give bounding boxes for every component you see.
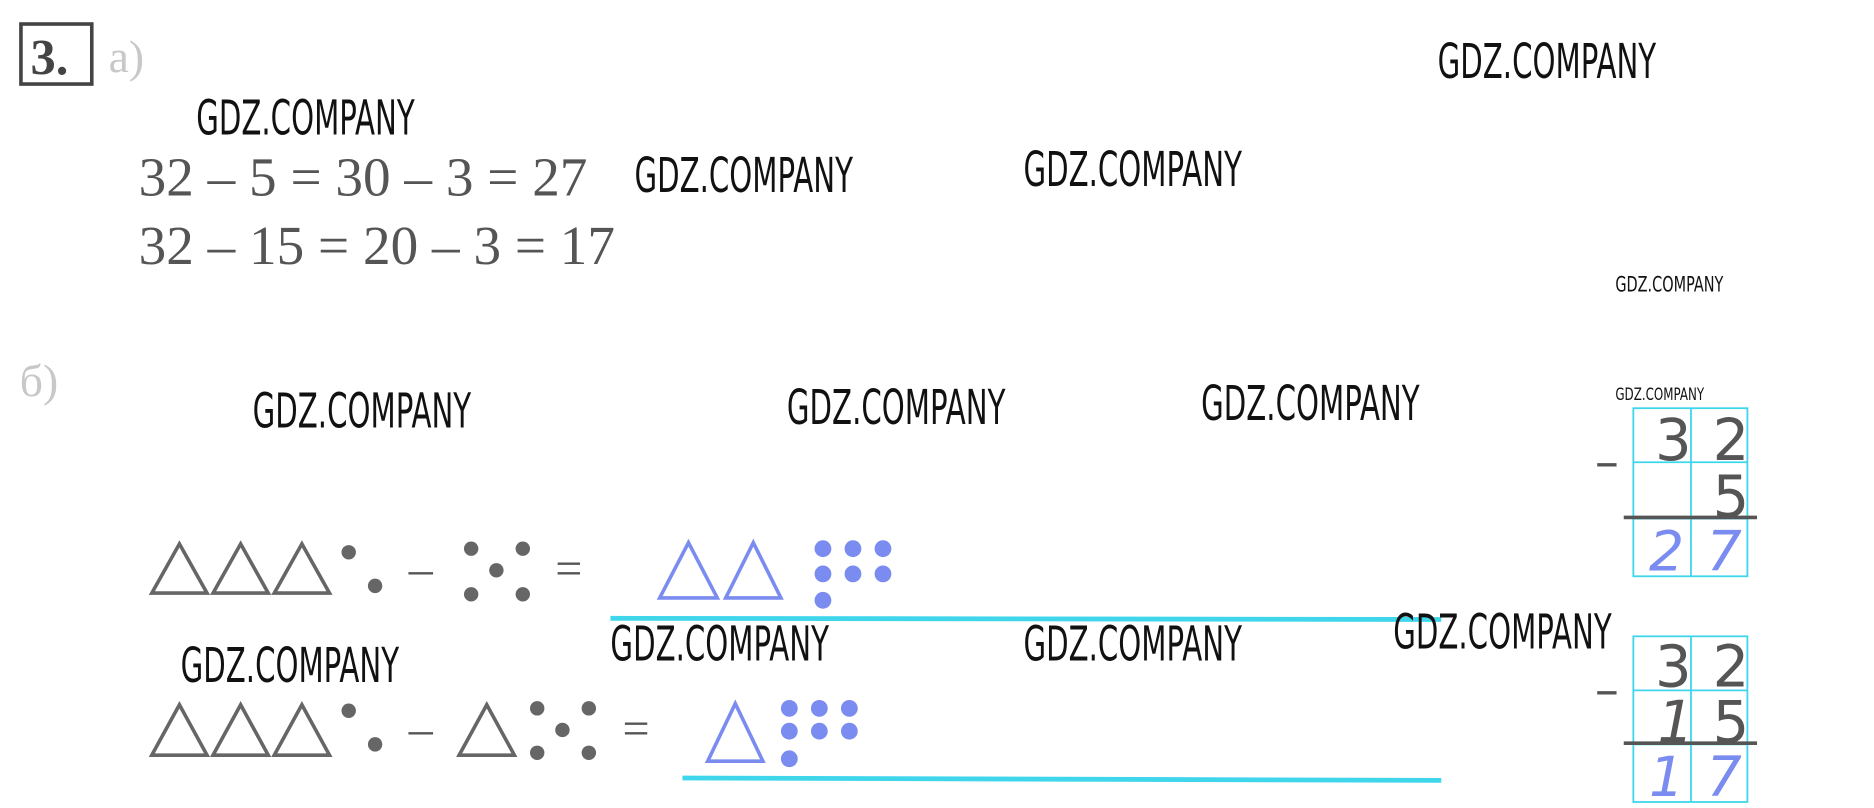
row2-gray-dots: [341, 701, 597, 760]
triangle-icon: [271, 540, 333, 595]
column-digit: 7: [1707, 746, 1742, 808]
column-digit: 5: [1713, 463, 1750, 530]
column-digit: –: [1595, 662, 1619, 718]
watermark: GDZ.COMPANY: [1023, 142, 1242, 198]
watermark: GDZ.COMPANY: [1438, 34, 1657, 90]
watermark: GDZ.COMPANY: [253, 383, 472, 439]
row1-minus: –: [408, 543, 434, 596]
column-digit: 5: [1713, 689, 1750, 756]
equation-2: 32 – 15 = 20 – 3 = 17: [139, 215, 615, 276]
row2-answer-dots: [780, 699, 858, 768]
row2-equals: =: [622, 702, 649, 755]
part-a-label: а): [109, 31, 144, 82]
watermark: GDZ.COMPANY: [1023, 616, 1242, 672]
row2-answer-line: [682, 775, 1442, 783]
column-digit: 2: [1713, 407, 1750, 474]
triangle-icon: [656, 538, 721, 600]
column-digit: 1: [1657, 689, 1694, 756]
task-number-box: [19, 22, 94, 86]
row1-equals: =: [555, 543, 582, 596]
column-digit: –: [1595, 434, 1619, 490]
row2-answer-triangle-icon: [704, 699, 766, 763]
triangle-icon: [148, 700, 211, 757]
watermark: GDZ.COMPANY: [1615, 273, 1724, 298]
watermark: GDZ.COMPANY: [1393, 604, 1612, 660]
watermark: GDZ.COMPANY: [196, 90, 415, 146]
watermark: GDZ.COMPANY: [181, 638, 400, 694]
watermarks: GDZ.COMPANY GDZ.COMPANY GDZ.COMPANY GDZ.…: [181, 34, 1724, 694]
watermark: GDZ.COMPANY: [610, 616, 829, 672]
column-digit: 2: [1713, 634, 1750, 701]
column-digit: 3: [1655, 634, 1692, 701]
column-digit: 1: [1649, 746, 1684, 808]
column-digit: 7: [1707, 520, 1742, 584]
row2-minus: –: [408, 702, 434, 755]
column-digit: 3: [1655, 407, 1692, 474]
equation-1: 32 – 5 = 30 – 3 = 27: [139, 147, 588, 208]
triangle-icon: [210, 700, 272, 757]
watermark: GDZ.COMPANY: [787, 380, 1006, 436]
row1-answer-dots: [814, 540, 892, 609]
row2-expression: [148, 700, 518, 757]
watermark: GDZ.COMPANY: [634, 148, 853, 204]
watermark: GDZ.COMPANY: [1201, 376, 1420, 432]
triangle-icon: [209, 540, 272, 595]
triangle-icon: [722, 538, 784, 600]
triangle-icon: [271, 700, 333, 757]
watermark: GDZ.COMPANY: [1615, 384, 1704, 404]
column-digit: 2: [1649, 520, 1684, 584]
part-b-label: б): [20, 355, 58, 406]
triangle-icon: [456, 700, 518, 757]
column-subtraction-2: – 3 2 1 5 1 7: [1595, 634, 1758, 808]
row1-gray-dots: [341, 541, 530, 602]
column-subtraction-1: – 3 2 5 2 7: [1595, 407, 1758, 584]
row1-expression: [148, 540, 333, 595]
triangle-icon: [148, 540, 211, 595]
row1-answer-line: [610, 615, 1442, 622]
task-number: 3.: [31, 29, 69, 85]
row1-answer-triangles: [656, 538, 784, 600]
